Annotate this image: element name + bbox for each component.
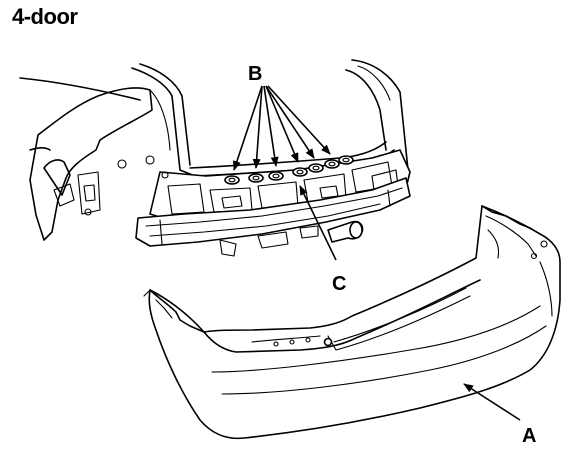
rear-body-structure — [19, 59, 411, 257]
fastener-b-5 — [308, 163, 324, 173]
leader-line-a — [463, 383, 521, 421]
fastener-b-2 — [248, 173, 264, 183]
leader-line-c — [299, 185, 337, 261]
diagram-title: 4-door — [12, 4, 78, 29]
leader-lines-b — [233, 85, 331, 171]
fastener-b-7 — [338, 155, 354, 165]
fasteners-b — [224, 155, 354, 185]
callout-label-a: A — [522, 425, 536, 447]
fastener-b-4 — [292, 167, 308, 177]
callout-label-b: B — [248, 63, 262, 85]
fastener-b-1 — [224, 175, 240, 185]
rear-bumper-cover — [143, 205, 561, 440]
fastener-b-6 — [324, 159, 340, 169]
callout-label-c: C — [332, 273, 346, 295]
fastener-b-3 — [268, 171, 284, 181]
